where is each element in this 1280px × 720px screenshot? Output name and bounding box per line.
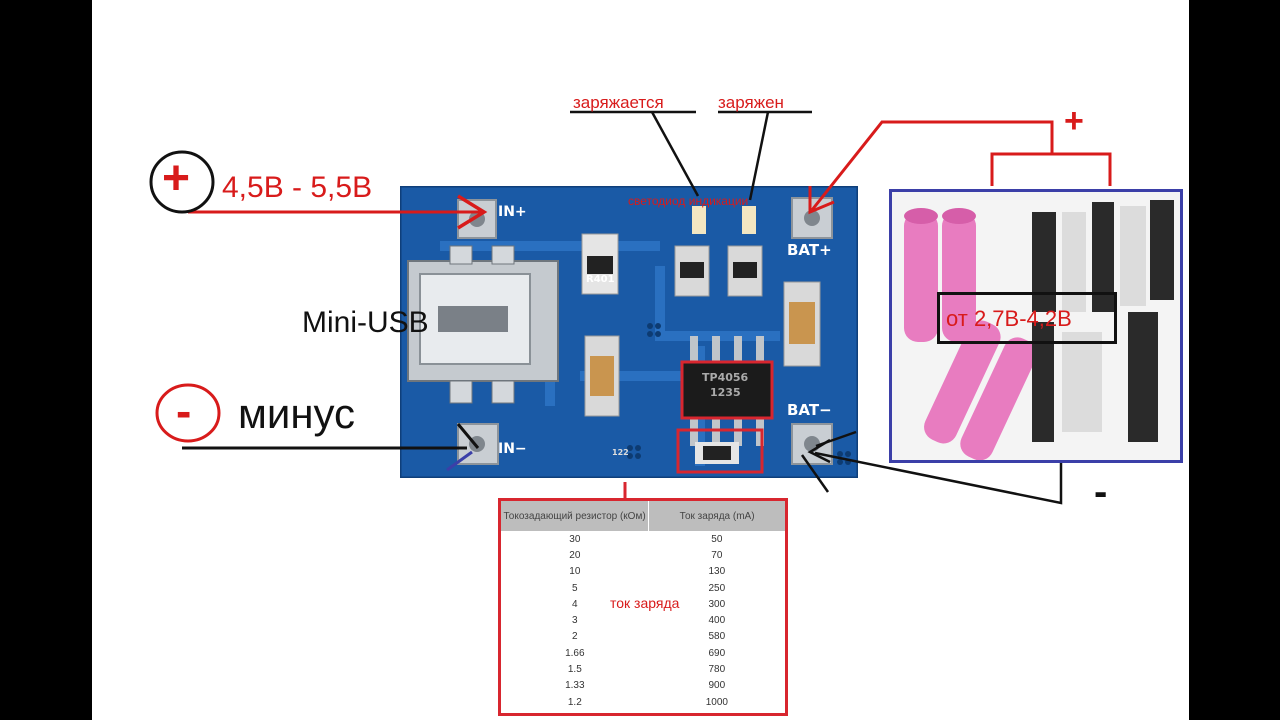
current-cell: 130 [708, 566, 726, 578]
pcb-resistor-label: R401 [586, 274, 615, 285]
resistance-cell: 1.5 [567, 664, 582, 676]
pcb-bat-minus-label: BAT− [787, 401, 832, 419]
resistance-cell: 30 [569, 533, 581, 545]
charged-led-label: заряжен [718, 93, 784, 112]
resistor-current-table: Токозадающий резистор (кОм) Ток заряда (… [498, 498, 788, 716]
table-row: 30 50 [501, 531, 785, 547]
input-minus-text: минус [238, 390, 356, 437]
battery-plus-symbol: + [1064, 102, 1084, 140]
input-voltage-label: 4,5В - 5,5В [222, 171, 373, 204]
chip-marking-line2: 1235 [710, 386, 741, 399]
led-indication-label: светодиод индикации [628, 194, 749, 208]
resistance-cell: 4 [572, 598, 578, 610]
battery-voltage-label: от 2,7В-4,2В [946, 306, 1072, 331]
current-cell: 300 [708, 598, 726, 610]
pcb-in-plus-label: IN+ [498, 204, 527, 220]
current-cell: 1000 [705, 696, 728, 708]
table-row: 1.66 690 [501, 645, 785, 661]
resistance-cell: 20 [569, 549, 581, 561]
input-minus-symbol: - [176, 385, 192, 437]
table-row: 1.5 780 [501, 661, 785, 677]
charging-led-label: заряжается [573, 93, 664, 112]
current-cell: 690 [708, 647, 726, 659]
diagram-canvas: IN+ IN− BAT+ BAT− R401 TP4056 1235 122 о… [92, 0, 1189, 720]
input-plus-symbol: + [162, 152, 191, 205]
pcb-bat-plus-label: BAT+ [787, 241, 832, 259]
table-row: 1.33 900 [501, 678, 785, 694]
resistance-cell: 5 [572, 582, 578, 594]
resistance-cell: 1.66 [565, 647, 585, 659]
current-cell: 50 [711, 533, 723, 545]
table-header-current: Ток заряда (mA) [648, 501, 785, 531]
resistance-cell: 2 [572, 631, 578, 643]
table-header-resistor: Токозадающий резистор (кОм) [501, 501, 649, 531]
resistance-cell: 1.33 [565, 680, 585, 692]
table-row: 3 400 [501, 612, 785, 628]
charge-current-label: ток заряда [610, 595, 680, 611]
current-cell: 580 [708, 631, 726, 643]
prog-resistor-code: 122 [612, 448, 629, 457]
resistance-cell: 1.2 [567, 696, 582, 708]
resistance-cell: 10 [569, 566, 581, 578]
table-row: 10 130 [501, 564, 785, 580]
battery-label-box [937, 292, 1117, 344]
table-row: 4 300 [501, 596, 785, 612]
table-row: 2 580 [501, 629, 785, 645]
current-cell: 400 [708, 615, 726, 627]
current-cell: 250 [708, 582, 726, 594]
current-cell: 70 [711, 549, 723, 561]
battery-image [889, 189, 1183, 463]
battery-minus-symbol: - [1094, 470, 1108, 514]
connection-lines [149, 110, 1112, 505]
table-row: 5 250 [501, 580, 785, 596]
resistance-cell: 3 [572, 615, 578, 627]
current-cell: 780 [708, 664, 726, 676]
current-cell: 900 [708, 680, 726, 692]
pcb-in-minus-label: IN− [498, 441, 527, 457]
mini-usb-label: Mini-USB [302, 306, 429, 339]
chip-marking-line1: TP4056 [702, 371, 749, 384]
table-row: 1.2 1000 [501, 694, 785, 710]
